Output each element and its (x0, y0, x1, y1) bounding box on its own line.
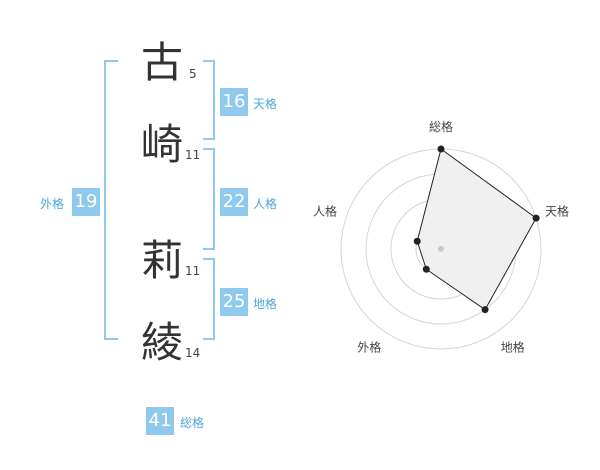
name-char-3: 莉 (141, 236, 184, 285)
radar-axis-label-3: 外格 (357, 340, 381, 355)
name-char-1: 古 (141, 38, 184, 87)
tenkaku-label: 天格 (253, 97, 278, 111)
stroke-count-2: 11 (185, 148, 201, 162)
radar-point-2 (481, 306, 489, 314)
radar-center-dot (438, 246, 444, 252)
radar-axis-label-1: 天格 (545, 203, 569, 218)
jinkaku-value: 22 (220, 188, 248, 216)
gaikaku-label: 外格 (40, 197, 65, 211)
stroke-count-4: 14 (185, 346, 201, 360)
radar-axis-label-0: 総格 (429, 119, 453, 134)
radar-axis-label-2: 地格 (501, 340, 525, 355)
chikaku-label: 地格 (253, 297, 278, 311)
radar-point-4 (413, 237, 421, 245)
soukaku-value: 41 (146, 407, 174, 435)
chikaku-bracket (203, 258, 215, 340)
tenkaku-value: 16 (220, 88, 248, 116)
soukaku-label: 総格 (180, 416, 205, 430)
stroke-count-3: 11 (185, 264, 201, 278)
outer-bracket (104, 60, 118, 340)
radar-point-3 (422, 265, 430, 273)
stroke-count-1: 5 (189, 67, 197, 81)
chikaku-value: 25 (220, 288, 248, 316)
jinkaku-bracket (203, 148, 215, 250)
radar-point-1 (532, 214, 540, 222)
jinkaku-label: 人格 (253, 197, 278, 211)
name-char-4: 綾 (141, 318, 184, 367)
radar-polygon (416, 148, 537, 311)
radar-point-0 (437, 145, 445, 153)
radar-axis-label-4: 人格 (313, 203, 337, 218)
gaikaku-value: 19 (72, 188, 100, 216)
tenkaku-bracket (203, 60, 215, 140)
name-char-2: 崎 (141, 120, 184, 169)
